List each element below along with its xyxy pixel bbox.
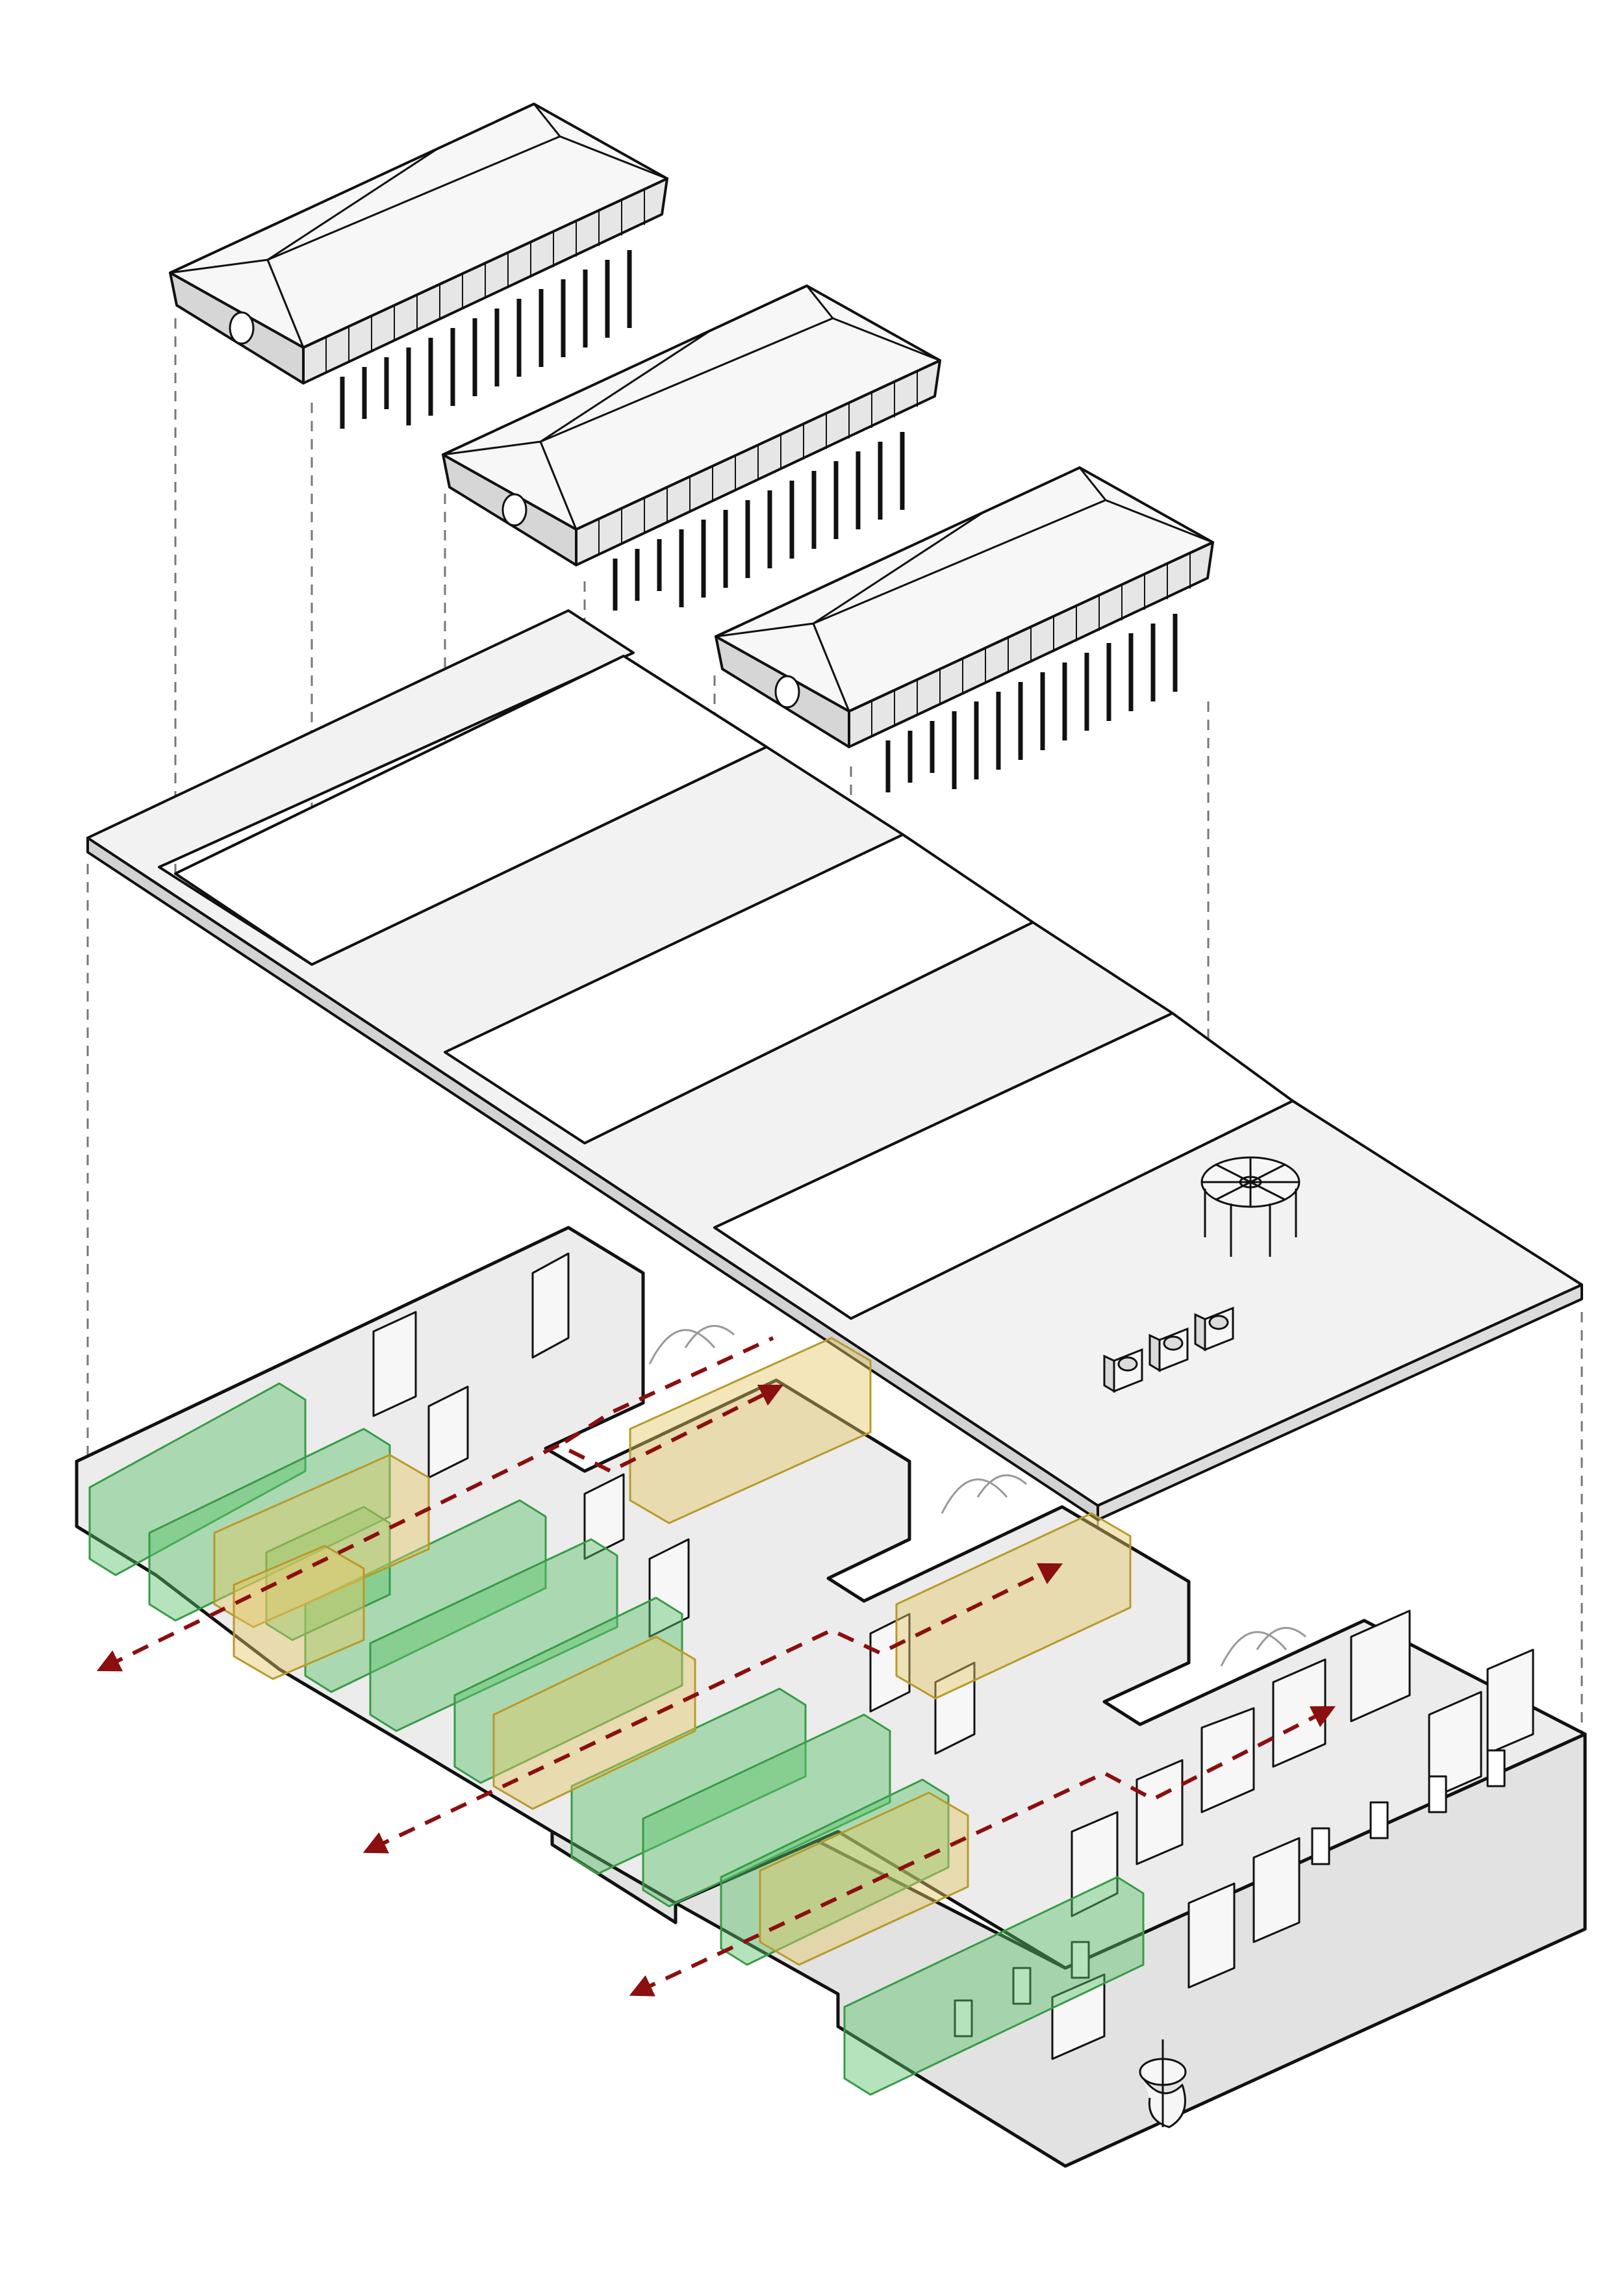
- roof-slab: [86, 609, 1583, 1521]
- circulation-arrow: [564, 1336, 774, 1444]
- slab-opening: [444, 833, 1034, 1144]
- pavilion-ribs: [325, 189, 645, 373]
- rooftop-equipment: [1103, 1156, 1300, 1393]
- rooftop-unit-icon: [1194, 1306, 1234, 1352]
- circulation-arrows: [96, 1336, 1336, 1997]
- gazebo-icon: [1200, 1156, 1300, 1257]
- roof-pavilion: [715, 466, 1214, 792]
- slab-opening: [713, 1012, 1294, 1320]
- rooftop-unit-icon: [1148, 1327, 1189, 1372]
- roof-pavilion: [442, 284, 941, 611]
- pavilion-columns: [340, 250, 632, 429]
- pavilion-columns: [885, 614, 1178, 792]
- roof-pavilions: [169, 103, 1214, 792]
- pavilion-ribs: [598, 371, 918, 555]
- roof-pavilion: [169, 103, 668, 429]
- circulation-arrow: [629, 1706, 1336, 1997]
- spiral-stair-icon: [1139, 2039, 1187, 2128]
- rooftop-unit-icon: [1103, 1348, 1143, 1393]
- pavilion-oculus: [229, 311, 255, 345]
- arcade-arches: [648, 1324, 1306, 1667]
- pavilion-oculus: [774, 675, 800, 709]
- pavilion-oculus: [501, 493, 527, 527]
- pavilion-ribs: [871, 553, 1191, 737]
- slab-opening: [174, 655, 768, 966]
- pavilion-columns: [613, 432, 905, 611]
